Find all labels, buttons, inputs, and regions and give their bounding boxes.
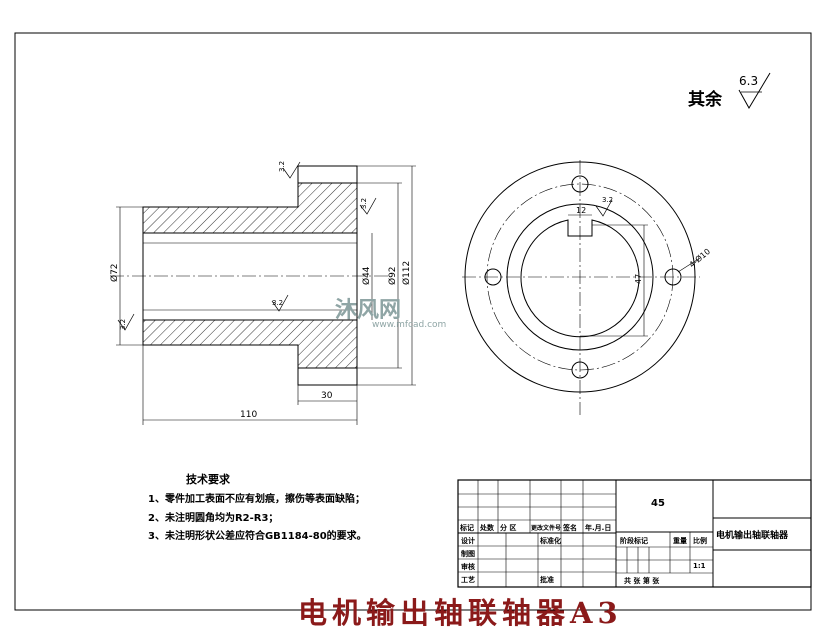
title-block-part-name: 电机输出轴联轴器	[716, 531, 789, 541]
rough-label-4: 3.2	[119, 319, 127, 330]
tech-requirement-3: 3、未注明形状公差应符合GB1184-80的要求。	[148, 531, 367, 542]
end-view	[462, 160, 701, 415]
tb-header-date: 年.月.日	[585, 524, 612, 532]
tb-role-design: 设计	[461, 537, 475, 545]
tb-std: 标准化	[540, 537, 561, 545]
title-block-grid	[457, 479, 812, 588]
dim-flange-width: 30	[321, 391, 333, 401]
tb-header-doc: 更改文件号	[531, 525, 562, 532]
tb-role-review: 审核	[461, 563, 475, 571]
tb-header-count: 处数	[480, 524, 494, 532]
tb-role-process: 工艺	[461, 576, 475, 584]
dim-key-width: 12	[576, 206, 586, 215]
tb-scale-label: 比例	[693, 537, 707, 545]
tb-sheets: 共 张 第 张	[624, 577, 660, 585]
dim-key-depth: 47	[634, 274, 643, 284]
watermark-brand: 沐风网	[335, 298, 402, 323]
dim-overall-length: 110	[240, 410, 257, 420]
tb-scale: 1:1	[693, 562, 706, 570]
tb-header-sign: 签名	[563, 524, 577, 532]
rough-label-5: 3.2	[602, 196, 613, 204]
roughness-symbol	[738, 72, 771, 109]
tech-requirements-title: 技术要求	[186, 473, 230, 486]
tb-approve: 批准	[540, 576, 554, 584]
dim-hub: Ø44	[361, 266, 372, 285]
watermark-url: www.mfcad.com	[372, 320, 447, 330]
sheet-border	[14, 32, 812, 611]
drawing-title: 电机输出轴联轴器A3	[298, 596, 623, 630]
watermark-logo: 沐风网	[335, 292, 401, 324]
tech-requirement-2: 2、未注明圆角均为R2-R3；	[148, 513, 279, 524]
tb-role-draw: 制图	[461, 550, 475, 558]
roughness-label: 其余	[688, 90, 722, 110]
tb-header-zone: 分 区	[500, 524, 517, 532]
dim-holes: 4-Ø10	[687, 246, 712, 269]
rough-label-3: 3.2	[272, 299, 283, 307]
rough-label-2: 3.2	[360, 198, 368, 209]
tb-weight: 重量	[673, 537, 687, 545]
dim-flange-inner: Ø92	[387, 266, 398, 285]
dim-bore: Ø72	[109, 263, 120, 282]
roughness-value: 6.3	[739, 74, 758, 88]
tb-header-mark: 标记	[460, 524, 474, 532]
dim-flange-outer: Ø112	[401, 261, 412, 285]
section-view	[110, 161, 416, 425]
rough-label-1: 3.2	[278, 161, 286, 172]
title-block-material: 45	[651, 498, 665, 509]
tb-stage-mark: 阶段标记	[620, 537, 648, 545]
tech-requirement-1: 1、零件加工表面不应有划痕，擦伤等表面缺陷；	[148, 494, 365, 505]
